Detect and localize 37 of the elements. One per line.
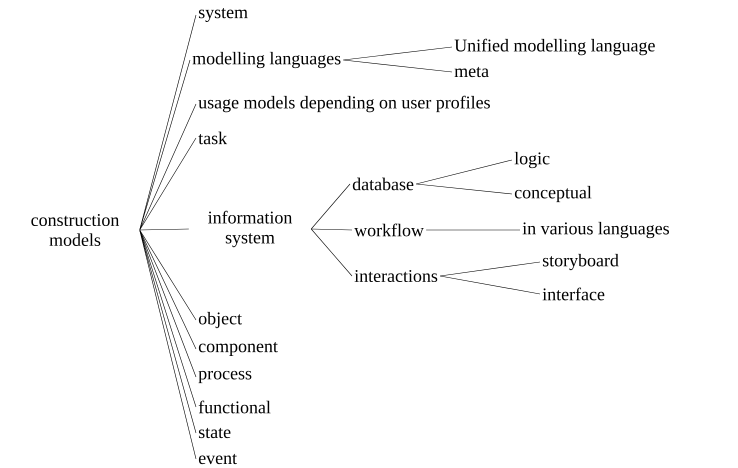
tree-label: component [198, 342, 278, 356]
tree-line [139, 104, 196, 230]
tree-line [440, 262, 540, 276]
tree-label: conceptual [514, 186, 592, 202]
tree-label: state [198, 428, 230, 438]
tree-label: database [352, 178, 414, 190]
tree-label: logic [514, 152, 550, 168]
tree-label: interactions [354, 270, 438, 282]
tree-label: construction models [31, 214, 120, 246]
tree-label: information system [208, 210, 292, 248]
tree-line [139, 60, 190, 230]
tree-label: interface [542, 288, 604, 300]
tree-label: in various languages [522, 222, 669, 238]
tree-line [416, 160, 512, 184]
tree-label: system [198, 8, 248, 22]
tree-label: modelling languages [192, 52, 340, 68]
tree-line [139, 228, 190, 230]
tree-line [416, 184, 512, 194]
tree-line [139, 138, 196, 230]
tree-line [343, 60, 452, 72]
tree-label: usage models depending on user profiles [198, 96, 490, 112]
tree-label: object [198, 312, 242, 328]
tree-label: event [198, 454, 237, 464]
tree-line [440, 276, 540, 294]
tree-line [310, 228, 352, 230]
tree-line [343, 46, 452, 60]
tree-label: meta [454, 66, 489, 78]
tree-line [310, 184, 350, 230]
tree-label: process [198, 370, 252, 384]
tree-label: workflow [354, 224, 424, 236]
tree-line [139, 230, 196, 350]
tree-label: Unified modelling language [454, 38, 655, 56]
tree-line [310, 228, 352, 276]
tree-label: task [198, 132, 228, 144]
tree-line [139, 230, 196, 320]
tree-label: storyboard [542, 254, 619, 270]
tree-label: functional [198, 400, 271, 414]
